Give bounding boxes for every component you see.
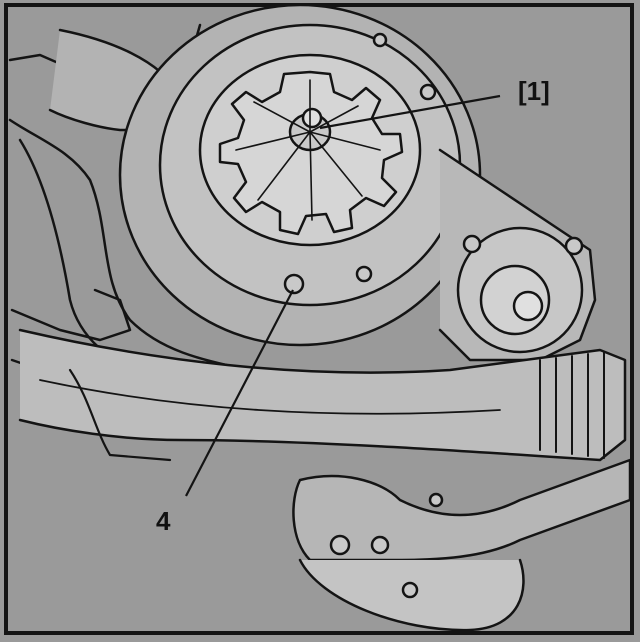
plate-bolt-2	[355, 265, 373, 283]
plate-bolt	[283, 273, 305, 295]
crossmember	[18, 328, 627, 462]
left-pipe	[68, 368, 172, 462]
callout-label-1: [1]	[518, 76, 550, 106]
left-bracket	[10, 288, 132, 342]
arm-bolt-4	[428, 492, 444, 508]
plate-bolt-4	[372, 32, 388, 48]
release-bearing-center	[301, 107, 323, 129]
plate-bolt-3	[419, 83, 437, 101]
leader-line-1	[319, 94, 501, 130]
flange-bolt-2	[564, 236, 584, 256]
flange-bolt	[462, 234, 482, 254]
spring-fingers	[235, 79, 381, 221]
arm-bolt-3	[401, 581, 419, 599]
crossmember-edge	[39, 379, 501, 415]
arm-bolt-2	[370, 535, 390, 555]
leader-line-4	[185, 289, 294, 497]
slave-cylinder-center	[512, 290, 544, 322]
arm-bolt	[329, 534, 351, 556]
suspension-arm	[292, 458, 632, 562]
pipe-bellows	[539, 351, 605, 459]
callout-label-4: 4	[156, 506, 171, 536]
